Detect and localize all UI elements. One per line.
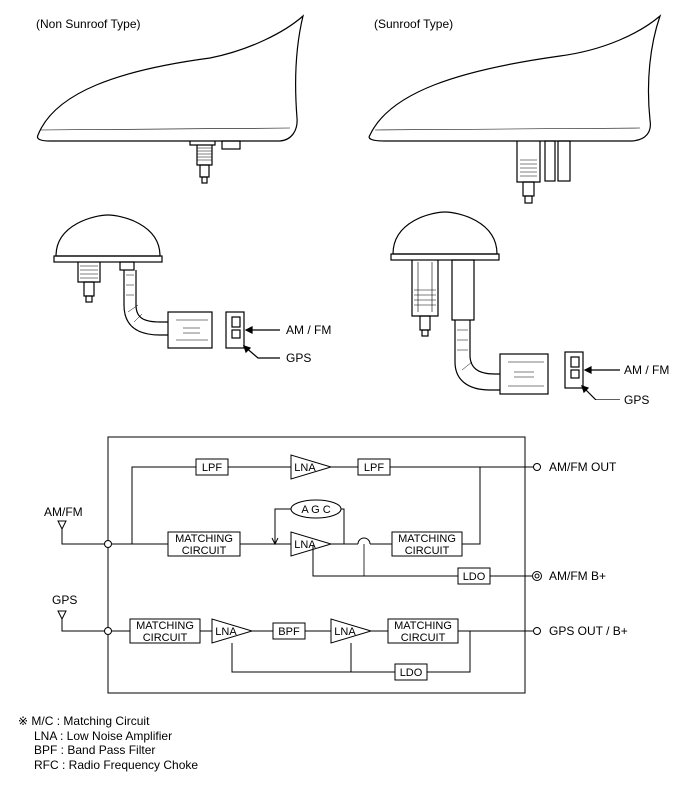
matching-3-line1: MATCHING xyxy=(136,620,194,632)
out-amfm-b-label: AM/FM B+ xyxy=(549,569,606,583)
dome-antenna-right xyxy=(390,211,620,400)
lna-gps-1 xyxy=(211,618,254,644)
matching-4-line1: MATCHING xyxy=(394,620,452,632)
matching-3-line2: CIRCUIT xyxy=(143,632,188,644)
label-right-gps: GPS xyxy=(624,393,650,407)
out-amfm-label: AM/FM OUT xyxy=(549,460,617,474)
lna-mid-label: LNA xyxy=(294,539,316,551)
input-amfm-label: AM/FM xyxy=(44,505,83,519)
gps-out-node xyxy=(533,627,541,635)
circuit-enclosure xyxy=(107,436,526,694)
legend-row-3: BPF : Band Pass Filter xyxy=(34,743,156,757)
legend-row-2: LNA : Low Noise Amplifier xyxy=(34,728,173,743)
bpf-label: BPF xyxy=(278,626,300,638)
title-sunroof: (Sunroof Type) xyxy=(374,17,454,31)
matching-2-line2: CIRCUIT xyxy=(405,545,450,557)
ldo-2-label: LDO xyxy=(400,667,423,679)
agc-label: A G C xyxy=(301,504,330,516)
gps-input-node xyxy=(104,627,112,635)
legend-row-4: RFC : Radio Frequency Choke xyxy=(34,757,199,772)
lna-gps-2 xyxy=(330,618,373,644)
amfm-input-node xyxy=(104,540,112,548)
gps-antenna-symbol xyxy=(57,610,106,632)
label-left-gps: GPS xyxy=(286,351,312,365)
legend: ※ M/C : Matching Circuit LNA : Low Noise… xyxy=(18,714,198,772)
title-non-sunroof: (Non Sunroof Type) xyxy=(36,17,141,31)
antenna-illustrations xyxy=(36,14,662,400)
dome-antenna-left xyxy=(53,214,280,359)
input-gps-label: GPS xyxy=(52,593,77,607)
ldo-1-label: LDO xyxy=(463,571,486,583)
lna-top xyxy=(290,454,333,480)
lpf-2-label: LPF xyxy=(364,462,384,474)
label-right-amfm: AM / FM xyxy=(624,363,670,377)
out-gps-label: GPS OUT / B+ xyxy=(549,624,628,638)
shark-fin-non-sunroof xyxy=(36,14,305,184)
lna-top-label: LNA xyxy=(294,462,316,474)
shark-fin-sunroof xyxy=(368,14,662,204)
legend-row-1: M/C : Matching Circuit xyxy=(31,714,150,728)
label-left-amfm: AM / FM xyxy=(286,323,332,337)
matching-4-line2: CIRCUIT xyxy=(401,632,446,644)
matching-1-line2: CIRCUIT xyxy=(182,545,227,557)
amfm-b-node xyxy=(534,573,540,579)
legend-symbol: ※ xyxy=(18,714,29,728)
lna-gps-2-label: LNA xyxy=(334,626,356,638)
amfm-out-node xyxy=(533,463,541,471)
matching-1-line1: MATCHING xyxy=(175,533,233,545)
lna-gps-1-label: LNA xyxy=(215,626,237,638)
lna-mid xyxy=(290,531,333,557)
lpf-1-label: LPF xyxy=(202,462,222,474)
matching-2-line1: MATCHING xyxy=(398,533,456,545)
amfm-antenna-symbol xyxy=(57,520,106,545)
